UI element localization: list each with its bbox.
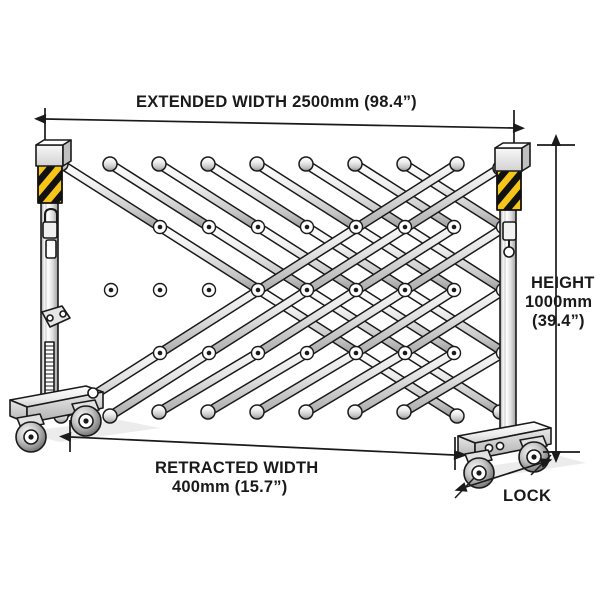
dimension-retracted-width: RETRACTED WIDTH 400mm (15.7”) <box>59 420 466 496</box>
scissor-lattice-trellis <box>53 156 511 424</box>
dimension-height: HEIGHT 1000mm (39.4”) <box>525 134 595 463</box>
post-latch-clasp <box>42 208 58 259</box>
yellow-black-hazard-band-right <box>496 167 522 211</box>
right-wheeled-foot <box>457 421 552 489</box>
swivel-caster-wheel <box>70 399 102 437</box>
retracted-width-label-line1: RETRACTED WIDTH <box>155 459 318 477</box>
yellow-black-hazard-band <box>37 162 63 204</box>
retracted-width-label-line2: 400mm (15.7”) <box>172 478 287 496</box>
dimension-extended-width: EXTENDED WIDTH 2500mm (98.4”) <box>34 93 525 143</box>
left-wheeled-foot <box>9 385 104 453</box>
extended-width-label: EXTENDED WIDTH 2500mm (98.4”) <box>136 93 417 111</box>
post-mid-bracket <box>41 305 71 328</box>
height-label-line1: HEIGHT <box>531 274 595 292</box>
height-label-line2: 1000mm <box>525 293 592 311</box>
left-upright-post <box>35 139 72 405</box>
post-adjuster-strip <box>44 341 55 395</box>
lock-hook <box>502 221 517 258</box>
lattice-rivets <box>103 219 511 361</box>
dimension-lock: LOCK <box>454 454 553 505</box>
right-upright-post <box>494 142 531 441</box>
swivel-caster-wheel <box>518 435 550 473</box>
swivel-caster-wheel <box>15 413 47 453</box>
height-label-line3: (39.4”) <box>532 312 585 330</box>
lock-label: LOCK <box>503 487 551 505</box>
